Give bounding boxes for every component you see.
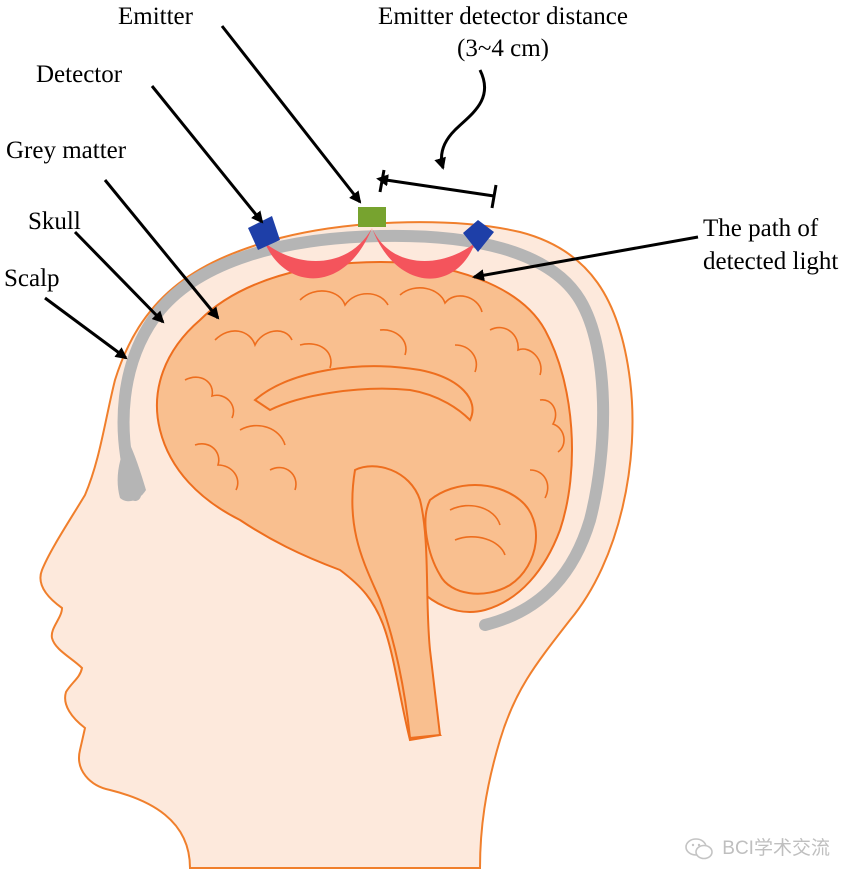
annotation-arrows (44, 25, 699, 360)
cerebellum (424, 484, 537, 595)
cropped-caption-strip (0, 870, 868, 884)
light-path-left (265, 228, 372, 279)
brain-stem (351, 465, 442, 740)
scalp-arrow (44, 296, 128, 360)
distance-tick-left (378, 169, 386, 193)
light-path-label-line1: The path of (703, 215, 819, 242)
emitter-source (358, 207, 386, 227)
distance-label-line2: (3~4 cm) (457, 35, 549, 62)
detector-left (248, 216, 280, 250)
corpus-callosum (253, 365, 474, 422)
brain-gyri (184, 287, 565, 556)
watermark-text: BCI学术交流 (722, 838, 830, 859)
watermark: BCI学术交流 (685, 833, 830, 860)
light-path-label-line2: detected light (703, 248, 839, 275)
scalp-label: Scalp (4, 265, 60, 292)
grey-matter-label: Grey matter (6, 137, 127, 164)
distance-dimension-line (376, 174, 495, 198)
wechat-icon (685, 838, 713, 860)
distance-tick-right (490, 184, 498, 209)
skull-arrow (73, 230, 165, 324)
distance-curved-arrow (434, 69, 487, 170)
skull-lower-front (117, 440, 146, 502)
distance-label-line1: Emitter detector distance (378, 3, 628, 30)
light-path-right (372, 228, 475, 279)
emitter-label: Emitter (118, 3, 193, 30)
skull-band (117, 229, 610, 631)
emitter-arrow (220, 25, 362, 204)
light-path-arrow (472, 235, 699, 282)
grey-matter-arrow (103, 179, 220, 320)
skull-label: Skull (28, 208, 81, 235)
detector-right (463, 220, 494, 252)
detector-label: Detector (36, 61, 123, 88)
detector-arrow (150, 85, 264, 224)
